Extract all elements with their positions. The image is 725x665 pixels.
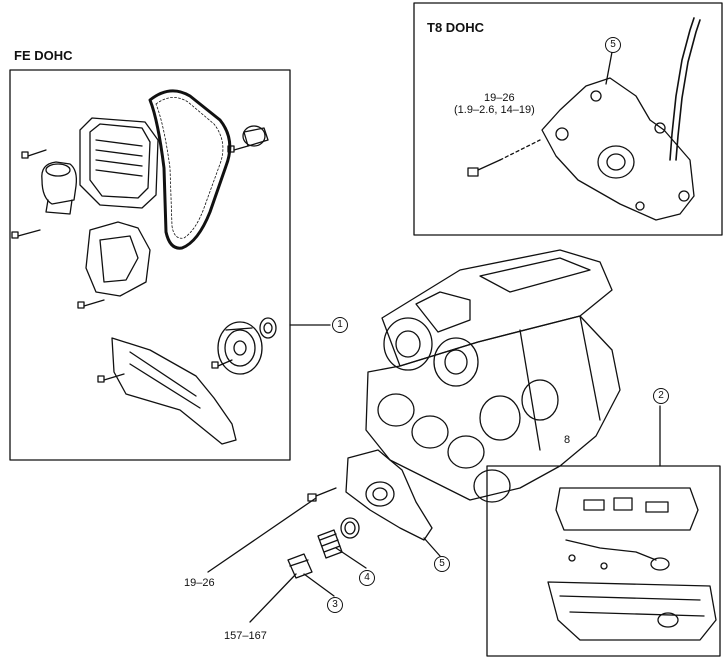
timing-belt-cover-upper [79,117,159,209]
oil-pan-panel-frame [486,465,721,657]
bolt-157-167-label: 157–167 [224,630,267,642]
pressure-regulator-spring [317,529,343,559]
callout-5-t8: 5 [605,37,621,53]
t8-oil-pump-assembly [541,77,695,221]
oil-pump-main [345,449,433,541]
callout-5-t8-leader [605,51,613,85]
bolt-19-26-leader [207,497,317,573]
t8-bolt [467,139,541,177]
oil-pump-bolt [307,487,337,502]
t8-torque-line1: 19–26 [484,92,515,104]
idler-pulley [242,125,269,147]
callout-4: 4 [359,570,375,586]
callout-1: 1 [332,317,348,333]
fe-dohc-title: FE DOHC [14,48,73,63]
block-mark: 8 [564,434,571,446]
fe-dohc-panel-frame [9,69,291,461]
callout-5-main: 5 [434,556,450,572]
crank-sprocket-washer [259,317,277,339]
water-pump-housing [41,161,78,215]
oil-pan [547,581,717,641]
timing-belt-teeth [155,97,224,239]
callout-2: 2 [653,388,669,404]
t8-dohc-title: T8 DOHC [427,20,485,35]
timing-cover-middle [85,221,151,297]
crankshaft-pulley [217,321,263,375]
fe-panel-bolts [11,145,249,383]
oil-strainer [565,539,670,571]
callout-3: 3 [327,597,343,613]
callout-3-leader [303,573,335,597]
oil-baffle-plate [555,487,699,531]
t8-torque-line2: (1.9–2.6, 14–19) [454,104,535,116]
timing-belt [148,89,232,250]
pressure-plug [287,553,313,579]
bolt-157-167-leader [249,573,297,623]
timing-cover-lower [111,337,237,445]
callout-4-leader [335,547,367,569]
engine-block [365,315,621,503]
bolt-19-26-label: 19–26 [184,577,215,589]
oil-seal [340,517,360,539]
engine-cylinder-head [381,249,613,387]
t8-dipstick-tube [669,17,701,161]
t8-dohc-panel-frame [413,2,723,236]
callout-5-main-leader [423,537,441,557]
